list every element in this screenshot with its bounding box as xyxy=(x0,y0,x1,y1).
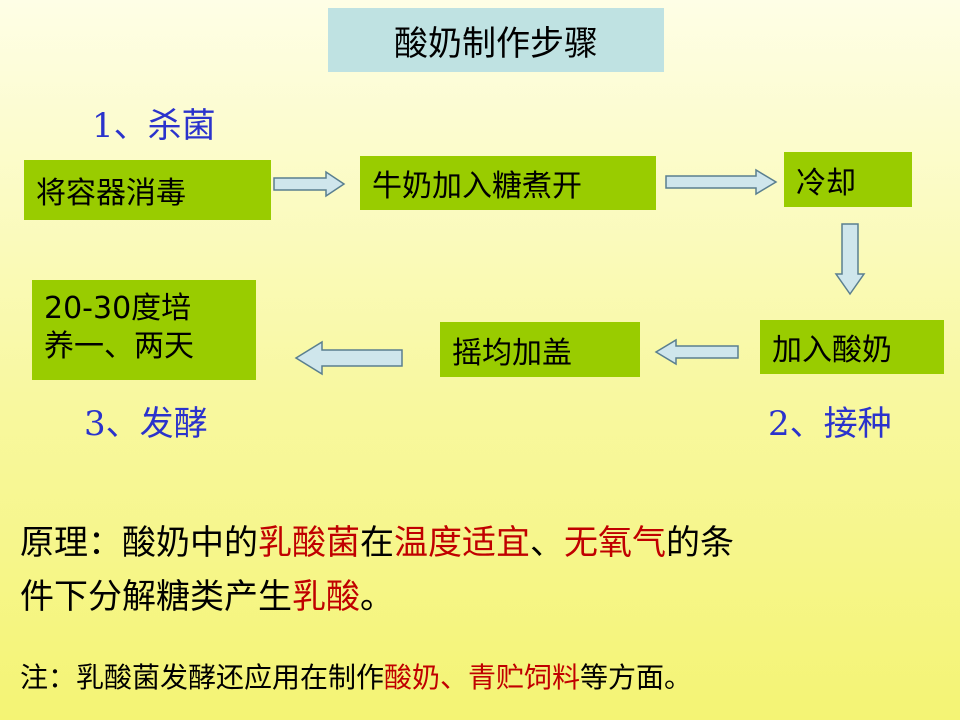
box-cool: 冷却 xyxy=(784,152,912,207)
arrow-down-icon xyxy=(834,223,866,296)
principle-text-segment: 件下分解糖类产生 xyxy=(20,577,292,617)
step-label-inoculate: 2、接种 xyxy=(768,404,892,444)
box-incubate-line2: 养一、两天 xyxy=(44,329,194,364)
note-text-segment: 注：乳酸菌发酵还应用在制作 xyxy=(20,661,385,694)
arrow-left-icon xyxy=(654,338,739,366)
principle-text-segment: 。 xyxy=(360,577,394,617)
page-title: 酸奶制作步骤 xyxy=(328,8,664,72)
note-text: 注：乳酸菌发酵还应用在制作酸奶、青贮饲料等方面。 xyxy=(20,656,692,700)
box-boil: 牛奶加入糖煮开 xyxy=(360,156,656,210)
arrow-left-icon xyxy=(294,340,403,376)
box-disinfect: 将容器消毒 xyxy=(24,160,271,220)
principle-highlight: 温度适宜 xyxy=(394,523,530,563)
note-text-segment: 等方面。 xyxy=(580,661,693,694)
box-shake: 摇均加盖 xyxy=(440,322,640,377)
note-highlight: 酸奶、青贮饲料 xyxy=(384,661,581,694)
step-label-ferment: 3、发酵 xyxy=(84,404,208,444)
principle-text-segment: 、 xyxy=(530,523,564,563)
principle-text-segment: 的条 xyxy=(666,523,734,563)
principle-highlight: 乳酸 xyxy=(292,577,360,617)
box-incubate-line1: 20-30度培 xyxy=(44,291,192,326)
step-label-sterilize: 1、杀菌 xyxy=(92,106,216,146)
principle-line1: 原理：酸奶中的乳酸菌在温度适宜、无氧气的条 xyxy=(20,516,734,570)
principle-highlight: 无氧气 xyxy=(564,523,666,563)
principle-text: 原理：酸奶中的乳酸菌在温度适宜、无氧气的条 件下分解糖类产生乳酸。 xyxy=(20,516,734,624)
box-incubate: 20-30度培 养一、两天 xyxy=(32,280,256,380)
principle-line2: 件下分解糖类产生乳酸。 xyxy=(20,570,734,624)
principle-text-segment: 在 xyxy=(360,523,394,563)
box-add-yogurt: 加入酸奶 xyxy=(760,320,944,374)
principle-text-segment: 原理：酸奶中的 xyxy=(20,523,258,563)
arrow-right-icon xyxy=(273,170,346,198)
principle-highlight: 乳酸菌 xyxy=(258,523,360,563)
arrow-right-icon xyxy=(665,168,778,196)
